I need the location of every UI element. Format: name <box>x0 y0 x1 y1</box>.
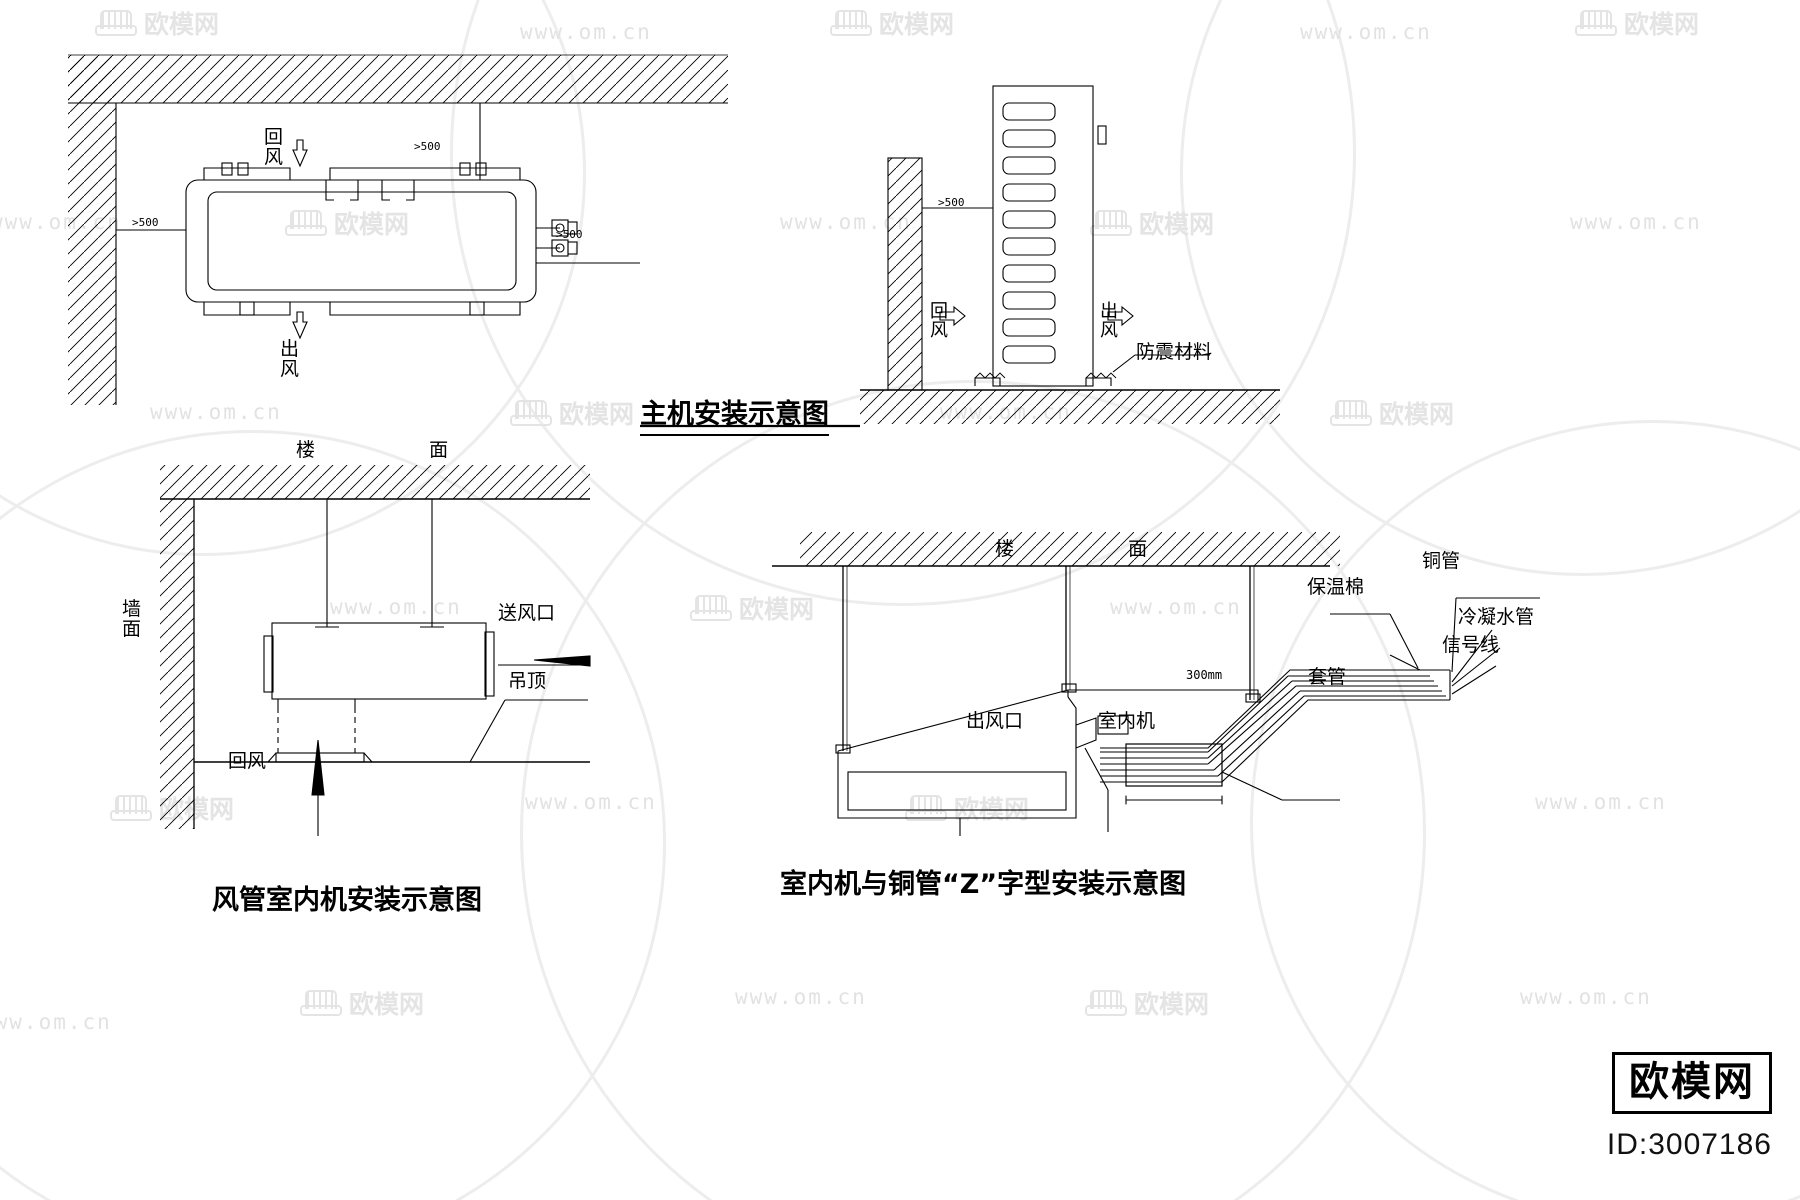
brand-logo-text: 欧模网 <box>1629 1059 1755 1105</box>
label-signal-wire: 信号线 <box>1442 634 1500 656</box>
dimension-top-clearance: >500 <box>414 140 441 153</box>
panel-zshape-pipe <box>772 532 1540 836</box>
label-damping-material: 防震材料 <box>1136 341 1213 363</box>
panel-duct-indoor-unit <box>160 465 591 836</box>
label-insulation: 保温棉 <box>1307 576 1365 598</box>
label-copper-pipe: 铜管 <box>1422 550 1461 572</box>
panel-outdoor-unit-plan <box>68 54 728 405</box>
title-main-unit-installation: 主机安装示意图 <box>640 392 829 436</box>
dimension-wall-clearance: >500 <box>938 196 965 209</box>
title-duct-indoor-unit: 风管室内机安装示意图 <box>212 885 482 916</box>
label-wall: 墙 面 <box>122 598 142 640</box>
dimension-left-clearance: >500 <box>132 216 159 229</box>
label-ceiling: 吊顶 <box>508 670 547 692</box>
label-slab-left: 楼 面 <box>296 439 467 461</box>
title-zshape-pipe: 室内机与铜管“Z”字型安装示意图 <box>780 869 1187 900</box>
panel-outdoor-unit-elevation <box>860 85 1280 424</box>
label-indoor-unit: 室内机 <box>1098 710 1156 732</box>
label-supply-air-plan: 出 风 <box>280 338 300 380</box>
asset-id: ID:3007186 <box>1606 1128 1772 1161</box>
label-condensate-pipe: 冷凝水管 <box>1458 606 1535 628</box>
dimension-sleeve-length: 300mm <box>1186 668 1223 682</box>
label-return-air-elevation: 回 风 <box>930 301 948 341</box>
dimension-right-clearance: >500 <box>556 228 583 241</box>
label-sleeve: 套管 <box>1308 666 1347 688</box>
label-supply-outlet: 送风口 <box>498 602 556 624</box>
brand-logo-box: 欧模网 <box>1612 1052 1772 1114</box>
label-return-air-plan: 回 风 <box>264 126 284 168</box>
label-air-outlet: 出风口 <box>966 710 1024 732</box>
label-slab-right: 楼 面 <box>995 538 1166 560</box>
label-return-air-duct: 回风 <box>228 750 267 772</box>
label-supply-air-elevation: 出 风 <box>1100 301 1118 341</box>
